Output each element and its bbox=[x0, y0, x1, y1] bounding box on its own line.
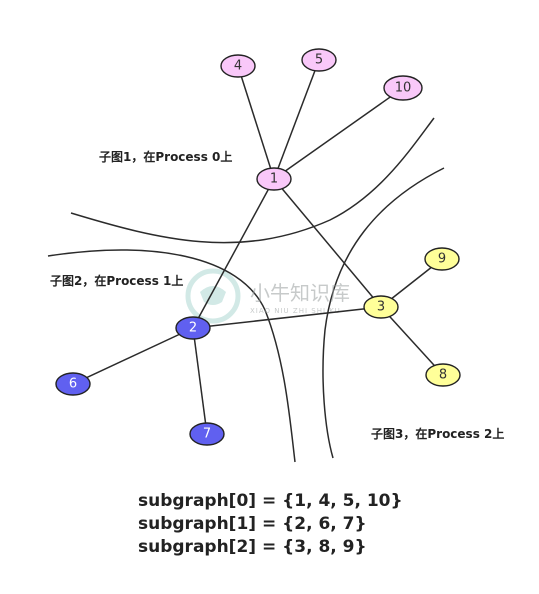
edge-2-7 bbox=[192, 327, 208, 435]
node-7-ellipse bbox=[189, 422, 225, 446]
node-1-ellipse bbox=[256, 167, 292, 191]
node-2: 2 bbox=[175, 316, 211, 340]
region-label-process1: 子图2，在Process 1上 bbox=[50, 273, 183, 288]
node-6: 6 bbox=[55, 372, 91, 396]
summary-line-2: subgraph[2] = {3, 8, 9} bbox=[138, 537, 367, 557]
edge-2-6 bbox=[72, 327, 194, 385]
partition-curve-left bbox=[47, 249, 296, 463]
partition-curve-right bbox=[322, 167, 445, 459]
graph-edges bbox=[72, 59, 444, 435]
watermark-logo-icon bbox=[185, 268, 241, 324]
edge-1-4 bbox=[237, 65, 275, 180]
node-2-label: 2 bbox=[189, 321, 197, 336]
node-9-label: 9 bbox=[438, 252, 446, 267]
edge-1-5 bbox=[273, 59, 320, 180]
edge-1-2 bbox=[192, 178, 275, 329]
summary-line-0: subgraph[0] = {1, 4, 5, 10} bbox=[138, 491, 403, 511]
node-7-label: 7 bbox=[203, 427, 211, 442]
node-10: 10 bbox=[383, 75, 423, 101]
edge-2-3 bbox=[192, 306, 382, 329]
graph-nodes: 1 4 5 10 2 6 7 3 8 9 bbox=[55, 48, 461, 446]
node-7: 7 bbox=[189, 422, 225, 446]
region-label-process2: 子图3，在Process 2上 bbox=[371, 426, 504, 441]
node-1: 1 bbox=[256, 167, 292, 191]
node-5-label: 5 bbox=[315, 53, 323, 68]
summary-line-1: subgraph[1] = {2, 6, 7} bbox=[138, 514, 367, 534]
node-6-label: 6 bbox=[69, 377, 77, 392]
node-3-ellipse bbox=[363, 295, 399, 319]
watermark-text: 小牛知识库 bbox=[250, 281, 350, 305]
node-5: 5 bbox=[301, 48, 337, 72]
edge-3-8 bbox=[380, 306, 444, 376]
node-3-label: 3 bbox=[377, 300, 385, 315]
node-4: 4 bbox=[220, 54, 256, 78]
node-8: 8 bbox=[425, 363, 461, 387]
node-3: 3 bbox=[363, 295, 399, 319]
partition-boundaries bbox=[47, 117, 445, 463]
edge-1-3 bbox=[273, 178, 382, 308]
edge-1-10 bbox=[273, 87, 404, 180]
subgraph-summary: subgraph[0] = {1, 4, 5, 10} subgraph[1] … bbox=[138, 491, 403, 557]
node-1-label: 1 bbox=[270, 172, 278, 187]
watermark-subtext: XIAO NIU ZHI SHI KU bbox=[250, 307, 341, 315]
watermark-bull-icon bbox=[200, 286, 226, 305]
node-10-ellipse bbox=[383, 75, 423, 101]
node-8-ellipse bbox=[425, 363, 461, 387]
node-2-ellipse bbox=[175, 316, 211, 340]
partition-curve-top bbox=[70, 117, 435, 244]
node-4-ellipse bbox=[220, 54, 256, 78]
watermark: 小牛知识库 XIAO NIU ZHI SHI KU bbox=[185, 268, 350, 324]
node-10-label: 10 bbox=[395, 81, 412, 96]
region-label-process0: 子图1，在Process 0上 bbox=[99, 149, 232, 164]
node-6-ellipse bbox=[55, 372, 91, 396]
node-8-label: 8 bbox=[439, 368, 447, 383]
node-4-label: 4 bbox=[234, 59, 242, 74]
node-5-ellipse bbox=[301, 48, 337, 72]
node-9-ellipse bbox=[424, 247, 460, 271]
node-9: 9 bbox=[424, 247, 460, 271]
